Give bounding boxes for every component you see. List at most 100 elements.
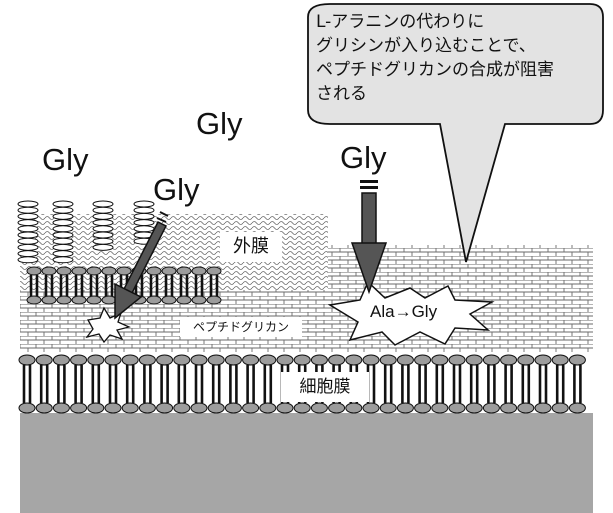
lipid-head	[363, 355, 379, 365]
lps-unit	[93, 226, 113, 232]
callout-text: L-アラニンの代わりに グリシンが入り込むことで、 ペプチドグリカンの合成が阻害…	[316, 10, 601, 106]
lipid-head	[122, 355, 138, 365]
lipid-head	[225, 403, 241, 413]
lipid-head	[72, 267, 86, 275]
lipid-head	[71, 403, 87, 413]
lps-unit	[18, 244, 38, 250]
lipid-head	[207, 296, 221, 304]
lipid-head	[207, 267, 221, 275]
lps-unit	[53, 201, 73, 207]
reaction-label: Ala→Gly	[370, 302, 437, 322]
lipid-head	[27, 267, 41, 275]
lipid-head	[535, 403, 551, 413]
lps-unit	[53, 220, 73, 226]
lipid-head	[449, 403, 465, 413]
lipid-head	[105, 403, 121, 413]
lipid-head	[329, 355, 345, 365]
lipid-head	[243, 355, 259, 365]
lipid-head	[57, 296, 71, 304]
lipid-head	[243, 403, 259, 413]
lipid-head	[157, 355, 173, 365]
callout-line: グリシンが入り込むことで、	[316, 34, 601, 58]
lipid-head	[466, 403, 482, 413]
lipid-head	[191, 355, 207, 365]
lps-unit	[134, 213, 154, 219]
lipid-head	[122, 403, 138, 413]
cytoplasm	[20, 413, 593, 513]
lps-unit	[53, 207, 73, 213]
lipid-head	[157, 403, 173, 413]
lps-unit	[53, 213, 73, 219]
lps-unit	[134, 207, 154, 213]
lps-unit	[18, 257, 38, 263]
lipid-head	[329, 403, 345, 413]
lipid-head	[397, 355, 413, 365]
lipid-head	[192, 267, 206, 275]
lipid-head	[363, 403, 379, 413]
gly-label: Gly	[340, 140, 387, 176]
lipid-head	[53, 403, 69, 413]
lipid-head	[191, 403, 207, 413]
lps-unit	[93, 220, 113, 226]
lipid-head	[139, 355, 155, 365]
lps-unit	[93, 201, 113, 207]
lipid-head	[380, 355, 396, 365]
outer-membrane-label: 外膜	[220, 232, 282, 262]
lipid-head	[72, 296, 86, 304]
lipid-head	[552, 403, 568, 413]
lipid-head	[36, 403, 52, 413]
lipid-head	[102, 267, 116, 275]
lipid-head	[208, 403, 224, 413]
lipid-head	[260, 403, 276, 413]
lps-unit	[53, 257, 73, 263]
lps-unit	[93, 244, 113, 250]
lps-unit	[18, 201, 38, 207]
lipid-head	[147, 296, 161, 304]
lipid-head	[162, 267, 176, 275]
lipid-head	[88, 403, 104, 413]
gly-label: Gly	[153, 172, 200, 208]
cell-membrane-label: 細胞膜	[281, 372, 369, 402]
lps-unit	[18, 226, 38, 232]
lps-unit	[93, 213, 113, 219]
lipid-head	[19, 355, 35, 365]
lps-unit	[53, 244, 73, 250]
lipid-head	[346, 403, 362, 413]
lipid-head	[294, 355, 310, 365]
lipid-head	[415, 355, 431, 365]
lipid-head	[177, 267, 191, 275]
lps-unit	[18, 232, 38, 238]
lipid-head	[518, 403, 534, 413]
lipid-head	[27, 296, 41, 304]
lipid-head	[501, 355, 517, 365]
lps-unit	[93, 232, 113, 238]
lps-unit	[18, 238, 38, 244]
callout-line: ペプチドグリカンの合成が阻害	[316, 58, 601, 82]
lipid-head	[483, 403, 499, 413]
lipid-head	[42, 267, 56, 275]
lipid-head	[57, 267, 71, 275]
lipid-head	[87, 267, 101, 275]
lps-unit	[134, 201, 154, 207]
lipid-head	[569, 403, 585, 413]
lipid-head	[102, 296, 116, 304]
lipid-head	[208, 355, 224, 365]
lipid-head	[535, 355, 551, 365]
lipid-head	[117, 267, 131, 275]
lipid-head	[294, 403, 310, 413]
lipid-head	[569, 355, 585, 365]
lps-unit	[93, 207, 113, 213]
lipid-head	[19, 403, 35, 413]
lipid-head	[225, 355, 241, 365]
lipid-head	[260, 355, 276, 365]
lipid-head	[147, 267, 161, 275]
lipid-head	[518, 355, 534, 365]
lipid-head	[88, 355, 104, 365]
lipid-head	[42, 296, 56, 304]
lipid-head	[71, 355, 87, 365]
lipid-head	[311, 355, 327, 365]
lipid-head	[449, 355, 465, 365]
lipid-head	[466, 355, 482, 365]
lps-unit	[53, 238, 73, 244]
lipid-head	[346, 355, 362, 365]
